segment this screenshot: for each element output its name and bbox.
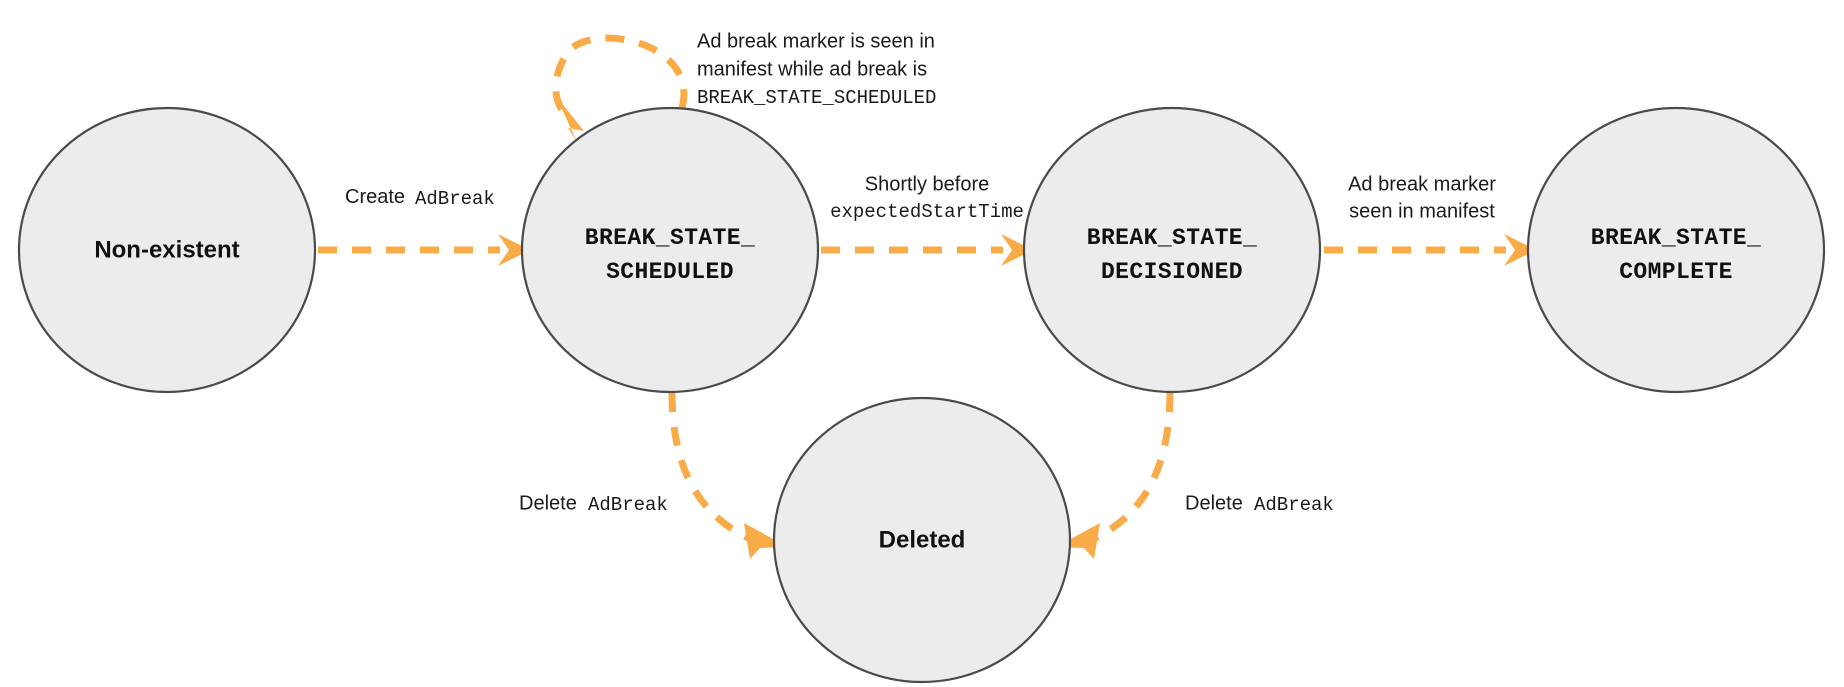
node-break-state-complete[interactable]: BREAK_STATE_ COMPLETE bbox=[1526, 106, 1826, 394]
arrow-head-icon bbox=[1504, 234, 1536, 266]
edge-line bbox=[552, 34, 688, 125]
edge-label-scheduled-to-decisioned: Shortly before expectedStartTime bbox=[830, 173, 1024, 223]
edge-label-decisioned-to-deleted: Delete AdBreak bbox=[1185, 492, 1334, 516]
node-label-decisioned-line1: BREAK_STATE_ bbox=[1087, 225, 1257, 251]
arrow-head-icon bbox=[744, 523, 788, 559]
edge-label-create-plain: Create bbox=[345, 186, 405, 208]
edge-label-complete-line1: Ad break marker bbox=[1348, 173, 1496, 195]
arrow-head-icon bbox=[556, 96, 584, 142]
node-non-existent[interactable]: Non-existent bbox=[17, 106, 317, 394]
edge-label-selfloop-line2: manifest while ad break is bbox=[697, 58, 927, 80]
node-ellipse bbox=[772, 396, 1072, 684]
edge-decisioned-to-complete bbox=[1324, 234, 1536, 266]
node-deleted[interactable]: Deleted bbox=[772, 396, 1072, 684]
arrow-head-icon bbox=[498, 234, 530, 266]
edge-line bbox=[668, 392, 762, 547]
node-ellipse bbox=[17, 106, 317, 394]
edge-label-create-adbreak: Create AdBreak bbox=[345, 186, 495, 210]
edge-label-decisioned-line1: Shortly before bbox=[865, 173, 990, 195]
edge-scheduled-self-loop bbox=[552, 34, 688, 142]
edge-label-decisioned-to-complete: Ad break marker seen in manifest bbox=[1348, 173, 1496, 222]
edge-label-scheduled-self-loop: Ad break marker is seen in manifest whil… bbox=[697, 30, 936, 109]
node-label-scheduled-line1: BREAK_STATE_ bbox=[585, 225, 755, 251]
node-ellipse bbox=[520, 106, 820, 394]
node-break-state-scheduled[interactable]: BREAK_STATE_ SCHEDULED bbox=[520, 106, 820, 394]
edge-label-selfloop-line1: Ad break marker is seen in bbox=[697, 30, 935, 52]
edge-line bbox=[1082, 392, 1174, 547]
edge-label-delete-right-code: AdBreak bbox=[1254, 494, 1334, 516]
node-ellipse bbox=[1526, 106, 1826, 394]
edge-label-decisioned-line2: expectedStartTime bbox=[830, 201, 1024, 223]
node-label-scheduled-line2: SCHEDULED bbox=[606, 259, 734, 285]
edge-decisioned-to-deleted bbox=[1056, 392, 1174, 559]
node-label-non-existent: Non-existent bbox=[94, 236, 239, 263]
arrow-head-icon bbox=[1001, 234, 1033, 266]
edge-label-delete-left-plain: Delete bbox=[519, 492, 577, 514]
edge-label-complete-line2: seen in manifest bbox=[1349, 200, 1495, 222]
edge-label-create-code: AdBreak bbox=[415, 188, 495, 210]
edge-create-adbreak bbox=[318, 234, 530, 266]
node-label-complete-line2: COMPLETE bbox=[1619, 259, 1733, 285]
edge-scheduled-to-decisioned bbox=[821, 234, 1033, 266]
edge-label-selfloop-line3: BREAK_STATE_SCHEDULED bbox=[697, 87, 936, 109]
node-break-state-decisioned[interactable]: BREAK_STATE_ DECISIONED bbox=[1022, 106, 1322, 394]
edge-scheduled-to-deleted bbox=[668, 392, 788, 559]
edge-label-delete-right-plain: Delete bbox=[1185, 492, 1243, 514]
node-label-deleted: Deleted bbox=[879, 526, 966, 553]
node-ellipse bbox=[1022, 106, 1322, 394]
edge-label-delete-left-code: AdBreak bbox=[588, 494, 668, 516]
edge-label-scheduled-to-deleted: Delete AdBreak bbox=[519, 492, 668, 516]
node-label-decisioned-line2: DECISIONED bbox=[1101, 259, 1243, 285]
node-label-complete-line1: BREAK_STATE_ bbox=[1591, 225, 1761, 251]
arrow-head-icon bbox=[1056, 523, 1100, 559]
